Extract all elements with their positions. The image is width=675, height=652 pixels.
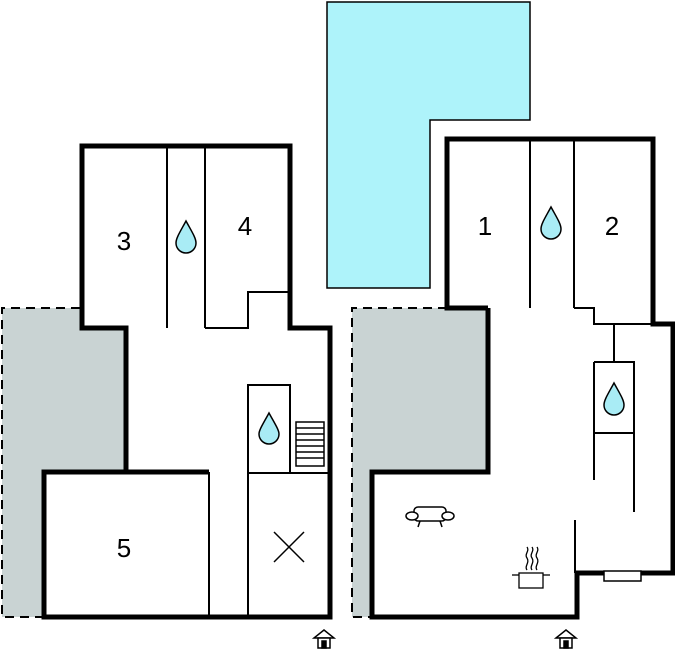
building-left: [41, 143, 333, 620]
room-3-label: 3: [117, 226, 131, 256]
water-drop-icon: [603, 381, 625, 416]
void-cross-icon: [273, 531, 305, 563]
room-4-label: 4: [238, 211, 252, 241]
building-right: [369, 136, 675, 620]
terrace-left: [1, 307, 126, 618]
room-1-label: 1: [478, 211, 492, 241]
water-drop-icon: [258, 411, 280, 445]
sofa-icon: [405, 506, 455, 528]
entrance-icon: [311, 629, 337, 649]
pool: [326, 1, 531, 289]
cooking-pot-icon: [512, 546, 550, 589]
water-drop-icon: [540, 205, 562, 240]
water-drop-icon: [175, 219, 197, 254]
room-5-label: 5: [117, 533, 131, 563]
room-2-label: 2: [605, 211, 619, 241]
entrance-icon: [553, 629, 579, 649]
radiator-icon: [603, 570, 642, 582]
terrace-right: [351, 307, 488, 618]
staircase-icon: [295, 421, 325, 467]
